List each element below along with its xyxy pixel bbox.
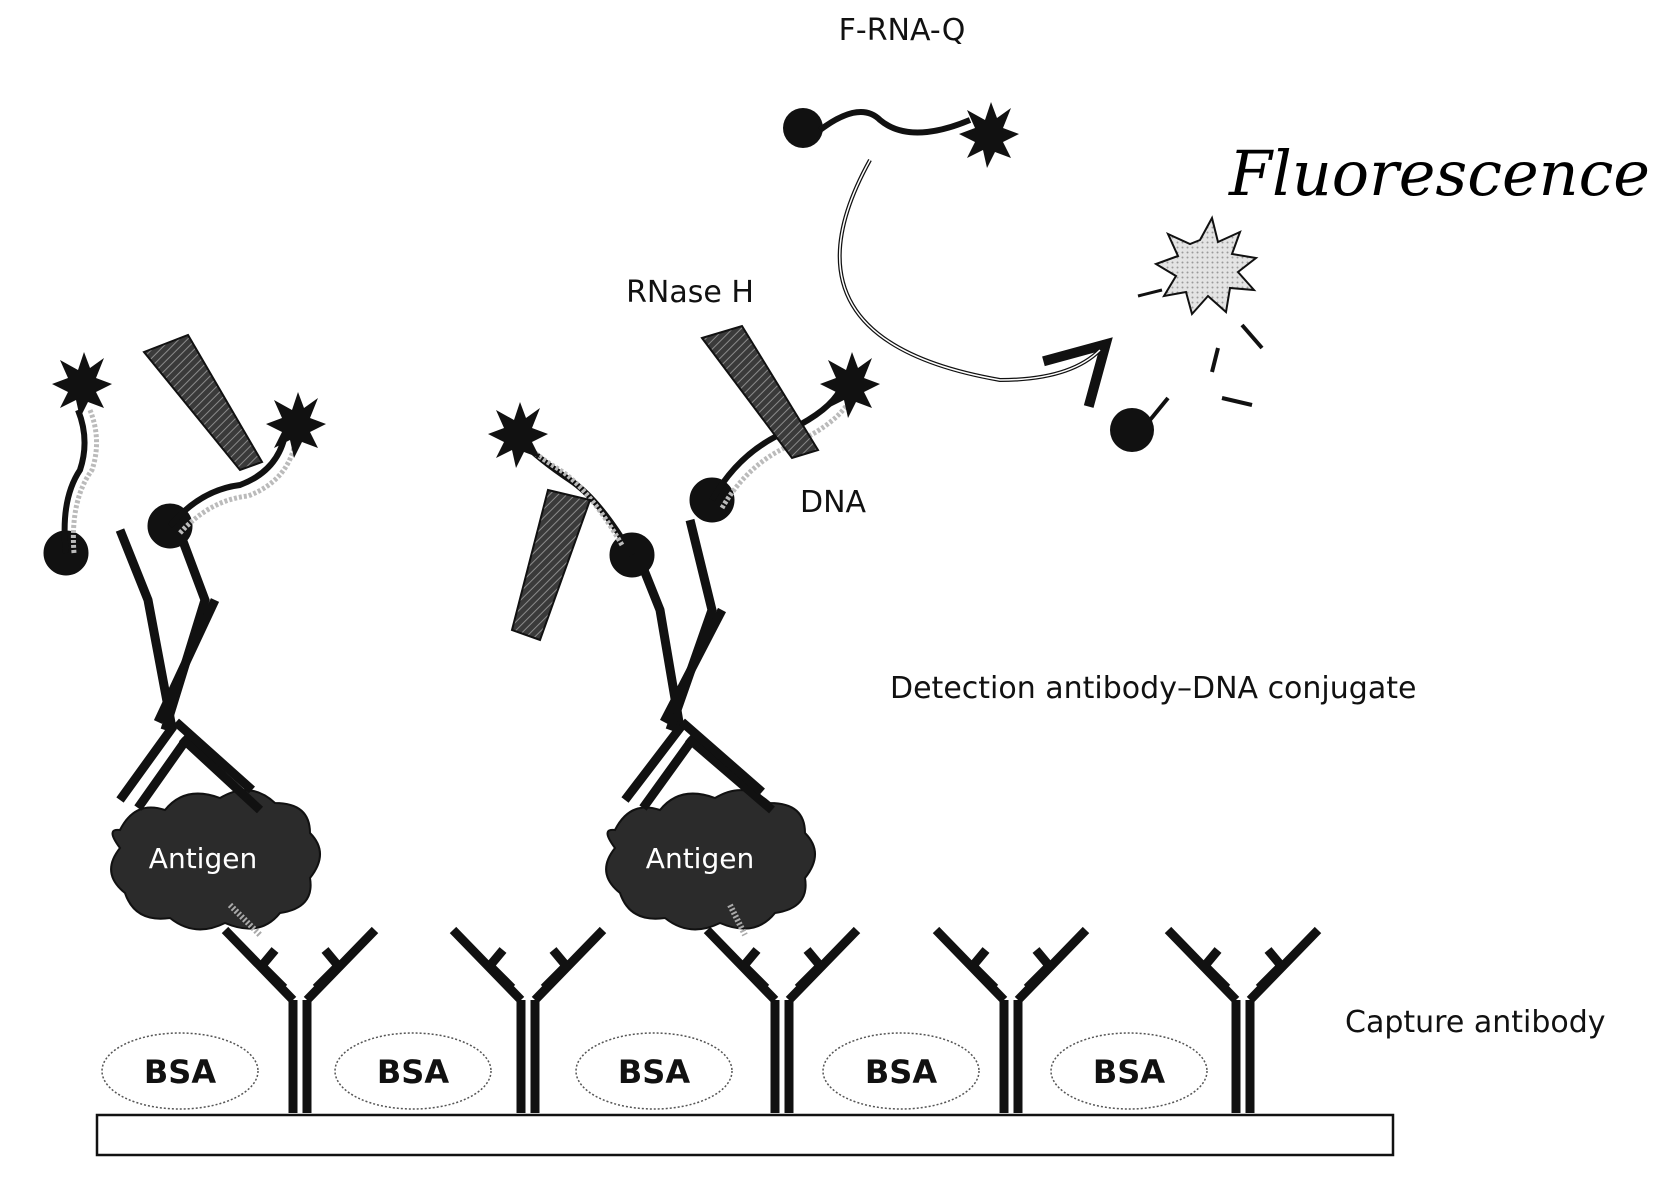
capture-antibody-3 bbox=[707, 930, 857, 1113]
detection-antibody-1 bbox=[44, 410, 296, 810]
bsa-label: BSA bbox=[618, 1053, 690, 1091]
rnase-wedge-3 bbox=[702, 326, 818, 458]
antigen-label: Antigen bbox=[646, 842, 754, 875]
bsa-3: BSA bbox=[576, 1033, 732, 1109]
antigen-label: Antigen bbox=[149, 842, 257, 875]
bsa-4: BSA bbox=[823, 1033, 979, 1109]
bsa-label: BSA bbox=[377, 1053, 449, 1091]
released-fragments bbox=[1150, 325, 1262, 420]
surface-plate bbox=[97, 1115, 1393, 1155]
reaction-arrow bbox=[840, 160, 1100, 380]
label-probe: F-RNA-Q bbox=[839, 13, 966, 48]
bsa-1: BSA bbox=[102, 1033, 258, 1109]
fluorescence-burst-icon bbox=[1138, 218, 1256, 314]
rnase-wedge-2 bbox=[512, 490, 590, 640]
antigen-1: Antigen bbox=[111, 790, 320, 929]
bsa-5: BSA bbox=[1051, 1033, 1207, 1109]
label-detection: Detection antibody–DNA conjugate bbox=[890, 671, 1416, 706]
bsa-2: BSA bbox=[335, 1033, 491, 1109]
antigen-2: Antigen bbox=[606, 790, 815, 929]
bsa-label: BSA bbox=[865, 1053, 937, 1091]
rnase-wedge-1 bbox=[144, 335, 262, 470]
label-capture: Capture antibody bbox=[1345, 1005, 1606, 1040]
capture-antibody-5 bbox=[1168, 930, 1318, 1113]
capture-antibody-1 bbox=[225, 930, 375, 1113]
label-fluorescence: Fluorescence bbox=[1228, 137, 1650, 210]
bsa-group: BSA BSA BSA BSA BSA bbox=[102, 1033, 1207, 1109]
capture-antibody-4 bbox=[936, 930, 1086, 1113]
burst-small-2 bbox=[266, 392, 326, 458]
label-dna: DNA bbox=[800, 485, 867, 520]
probe-f-rna-q bbox=[783, 102, 1019, 168]
capture-antibody-2 bbox=[453, 930, 603, 1113]
bsa-label: BSA bbox=[1093, 1053, 1165, 1091]
quencher-bead-icon bbox=[1110, 408, 1154, 452]
burst-small-1 bbox=[52, 352, 112, 418]
bsa-label: BSA bbox=[144, 1053, 216, 1091]
label-rnase: RNase H bbox=[626, 275, 754, 310]
